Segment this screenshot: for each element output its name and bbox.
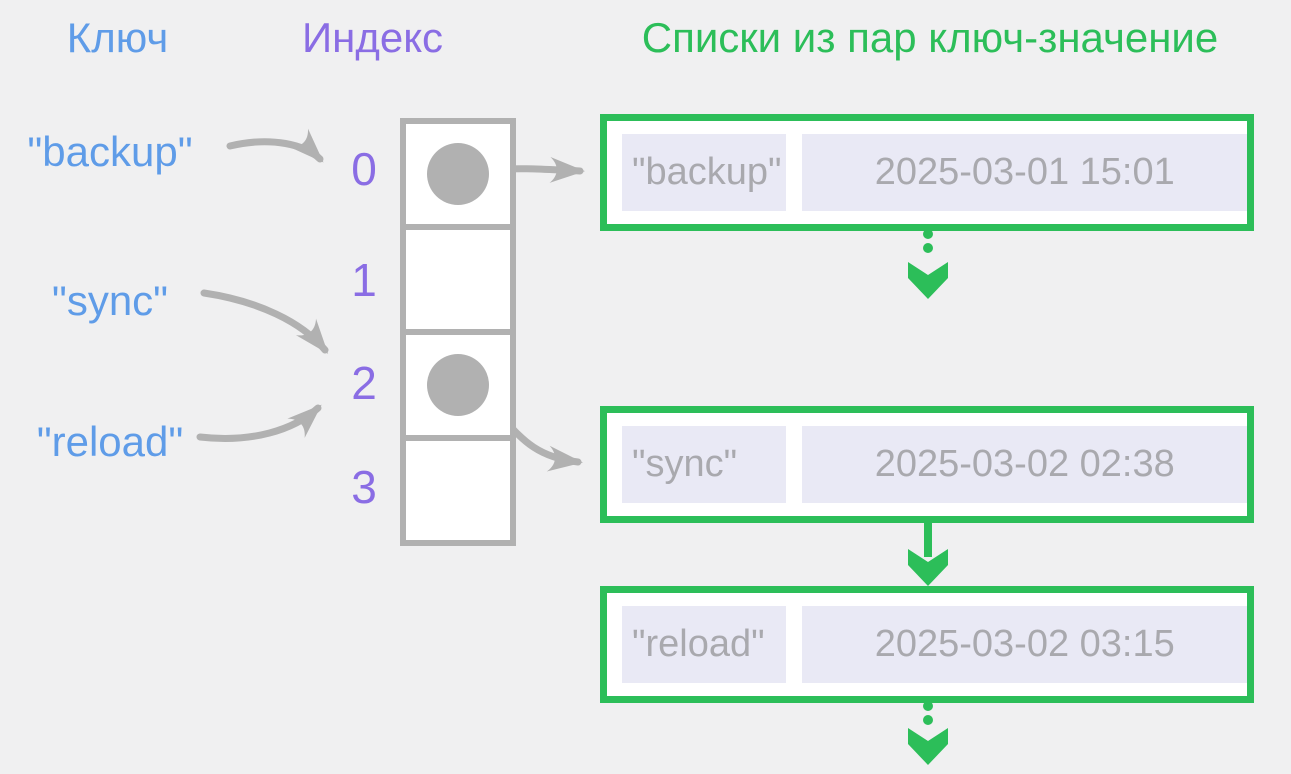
list-node-backup-key-cell: "backup": [622, 134, 787, 211]
pointer-dot-0-icon: [427, 142, 489, 205]
list-node-backup-value-cell: 2025-03-01 15:01: [802, 134, 1247, 211]
key-label-backup: "backup": [27, 128, 193, 175]
index-label-0: 0: [351, 143, 377, 195]
arrow-key-backup-to-index-0-icon: [226, 128, 324, 163]
key-label-reload: "reload": [36, 418, 184, 465]
arrowhead-next-after-reload-icon: [908, 728, 948, 765]
index-slot-1: [406, 229, 510, 335]
index-slot-2: [406, 335, 510, 441]
arrowhead-next-after-backup-icon: [908, 262, 948, 299]
list-node-backup: "backup" 2025-03-01 15:01: [600, 114, 1254, 231]
key-column-header: Ключ: [66, 14, 169, 61]
list-node-reload-key-cell: "reload": [622, 606, 787, 683]
index-table: [400, 118, 516, 546]
key-label-sync: "sync": [51, 277, 169, 324]
pointer-dot-2-icon: [427, 353, 489, 416]
index-label-2: 2: [351, 357, 377, 409]
arrow-key-reload-to-index-2-icon: [196, 404, 322, 442]
index-label-3: 3: [351, 461, 377, 513]
arrowhead-sync-to-reload-icon: [908, 549, 948, 586]
index-label-1: 1: [351, 254, 377, 306]
list-node-reload-value-cell: 2025-03-02 03:15: [802, 606, 1247, 683]
lists-column-header: Списки из пар ключ-значение: [641, 14, 1219, 61]
arrow-key-sync-to-index-2-icon: [200, 289, 329, 354]
index-column-header: Индекс: [301, 14, 444, 61]
index-slot-0: [406, 124, 510, 230]
list-node-sync-key-cell: "sync": [622, 426, 787, 503]
index-slot-3: [406, 440, 510, 540]
list-node-sync-value-cell: 2025-03-02 02:38: [802, 426, 1247, 503]
list-node-reload: "reload" 2025-03-02 03:15: [600, 586, 1254, 703]
list-node-sync: "sync" 2025-03-02 02:38: [600, 406, 1254, 523]
